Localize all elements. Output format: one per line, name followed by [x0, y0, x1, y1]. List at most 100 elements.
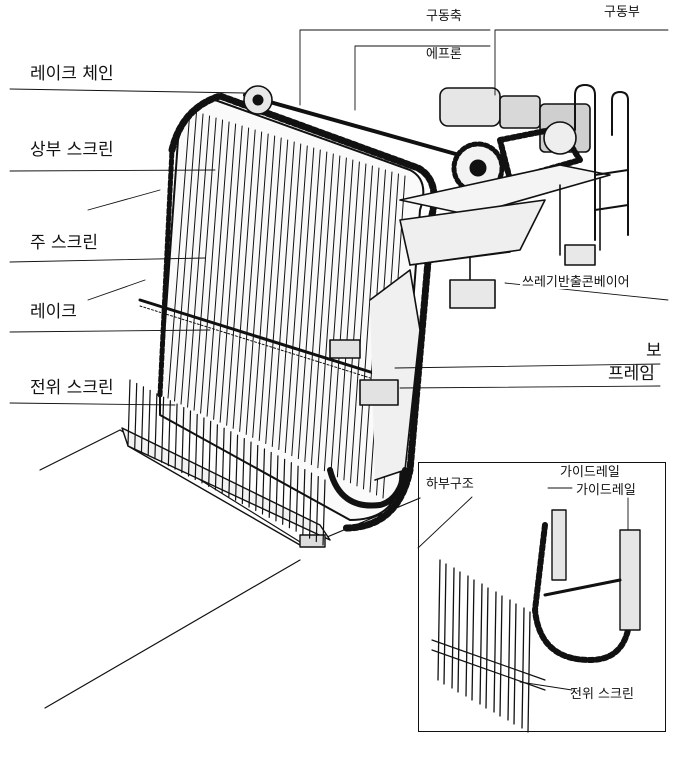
front-screen-tooth — [221, 427, 225, 494]
screen-bar — [239, 131, 263, 432]
label-apron: 에프론 — [426, 47, 462, 62]
label-debris-conveyor: 쓰레기반출콘베이어 — [520, 275, 632, 290]
front-screen-tooth — [248, 441, 252, 508]
label-upper-screen: 상부 스크린 — [30, 140, 114, 160]
front-screen-tooth — [261, 448, 266, 515]
front-screen-tooth — [282, 458, 286, 525]
front-screen-tooth — [255, 444, 259, 512]
inset-front-teeth — [437, 559, 531, 733]
screen-bar — [304, 151, 328, 463]
debris-conveyor — [399, 199, 546, 266]
inset-tooth — [507, 599, 511, 721]
front-screen-tooth — [234, 434, 239, 501]
screen-bar — [310, 153, 334, 466]
inset-tooth — [493, 591, 497, 713]
inset-tooth — [443, 563, 447, 685]
channel-floor-lines — [39, 429, 421, 709]
front-screen-tooth — [268, 451, 272, 519]
screen-bar — [245, 133, 269, 435]
inset-tooth — [437, 559, 441, 681]
inset-tooth — [513, 603, 517, 725]
inset-tooth — [499, 595, 503, 717]
front-screen-tooth — [308, 472, 313, 539]
front-screen-tooth — [241, 438, 245, 505]
screen-bar — [200, 119, 224, 414]
screen-bar — [278, 143, 302, 451]
front-screen-teeth — [127, 379, 326, 546]
screen-bar — [284, 145, 308, 454]
screen-bar — [232, 129, 256, 429]
front-screen-tooth — [127, 379, 131, 446]
screen-bar — [180, 113, 204, 405]
inset-label-guide-rail-2: 가이드레일 — [574, 483, 638, 498]
deck-platform — [399, 164, 611, 309]
front-screen-tooth — [181, 406, 185, 474]
screen-bar — [336, 161, 360, 478]
front-screen-tooth — [147, 389, 151, 456]
inset-label-guide-rail-1: 가이드레일 — [560, 465, 620, 480]
screen-bar — [343, 163, 367, 481]
inset-tooth — [457, 571, 461, 693]
screen-bar — [252, 135, 276, 438]
front-screen-tooth — [315, 475, 319, 543]
screen-bar — [330, 159, 354, 475]
handrails — [574, 84, 629, 241]
screen-bar — [356, 167, 380, 487]
inset-title: 하부구조 — [426, 477, 474, 492]
inset-tooth — [465, 575, 469, 697]
inset-tooth — [485, 587, 489, 709]
screen-bars — [167, 109, 406, 499]
label-rake-chain: 레이크 체인 — [30, 64, 114, 84]
inset-tooth — [471, 579, 475, 701]
front-screen-tooth — [161, 396, 165, 463]
screen-bar — [291, 147, 315, 457]
inset-tooth — [451, 567, 455, 689]
front-screen-tooth — [208, 420, 212, 487]
label-beam: 보 — [646, 341, 662, 361]
inset-tooth — [527, 611, 531, 733]
label-rake: 레이크 — [30, 302, 77, 322]
screen-bar — [193, 117, 217, 411]
label-drive-shaft: 구동축 — [426, 9, 462, 24]
screen-bar — [206, 121, 230, 417]
front-screen-tooth — [167, 400, 171, 467]
screen-bar — [323, 157, 347, 472]
inset-tooth — [521, 607, 525, 729]
screen-body — [157, 92, 438, 532]
label-drive-unit: 구동부 — [604, 5, 640, 20]
label-frame: 프레임 — [608, 364, 655, 384]
front-screen-tooth — [201, 417, 205, 484]
screen-bar — [258, 137, 282, 441]
front-screen-tooth — [322, 479, 326, 546]
label-main-screen: 주 스크린 — [30, 233, 98, 253]
screen-bar — [167, 109, 191, 399]
front-screen-tooth — [187, 410, 192, 477]
screen-bar — [317, 155, 341, 469]
screen-bar — [349, 165, 373, 484]
screen-bar — [174, 111, 198, 402]
base-plate — [121, 427, 331, 548]
screen-bar — [187, 115, 211, 408]
side-frame — [327, 269, 421, 509]
inset-label-front-screen: 전위 스크린 — [570, 687, 634, 702]
front-screen-tooth — [214, 424, 219, 491]
rake-bar — [138, 298, 382, 382]
inset-lower-structure — [418, 462, 666, 732]
leader-lines — [9, 29, 669, 549]
front-screen-tooth — [295, 465, 299, 532]
front-screen-tooth — [302, 469, 306, 536]
drive-shaft — [243, 85, 472, 160]
front-screen-tooth — [174, 403, 178, 470]
inset-illustration — [431, 509, 641, 691]
drive-unit — [439, 87, 591, 183]
screen-bar — [219, 125, 243, 423]
screen-bar — [271, 141, 295, 447]
inset-tooth — [479, 583, 483, 705]
screen-bar — [265, 139, 289, 444]
screen-bar — [226, 127, 250, 426]
front-screen-tooth — [228, 431, 232, 498]
screen-bar — [213, 123, 237, 420]
front-screen-tooth — [275, 455, 279, 522]
